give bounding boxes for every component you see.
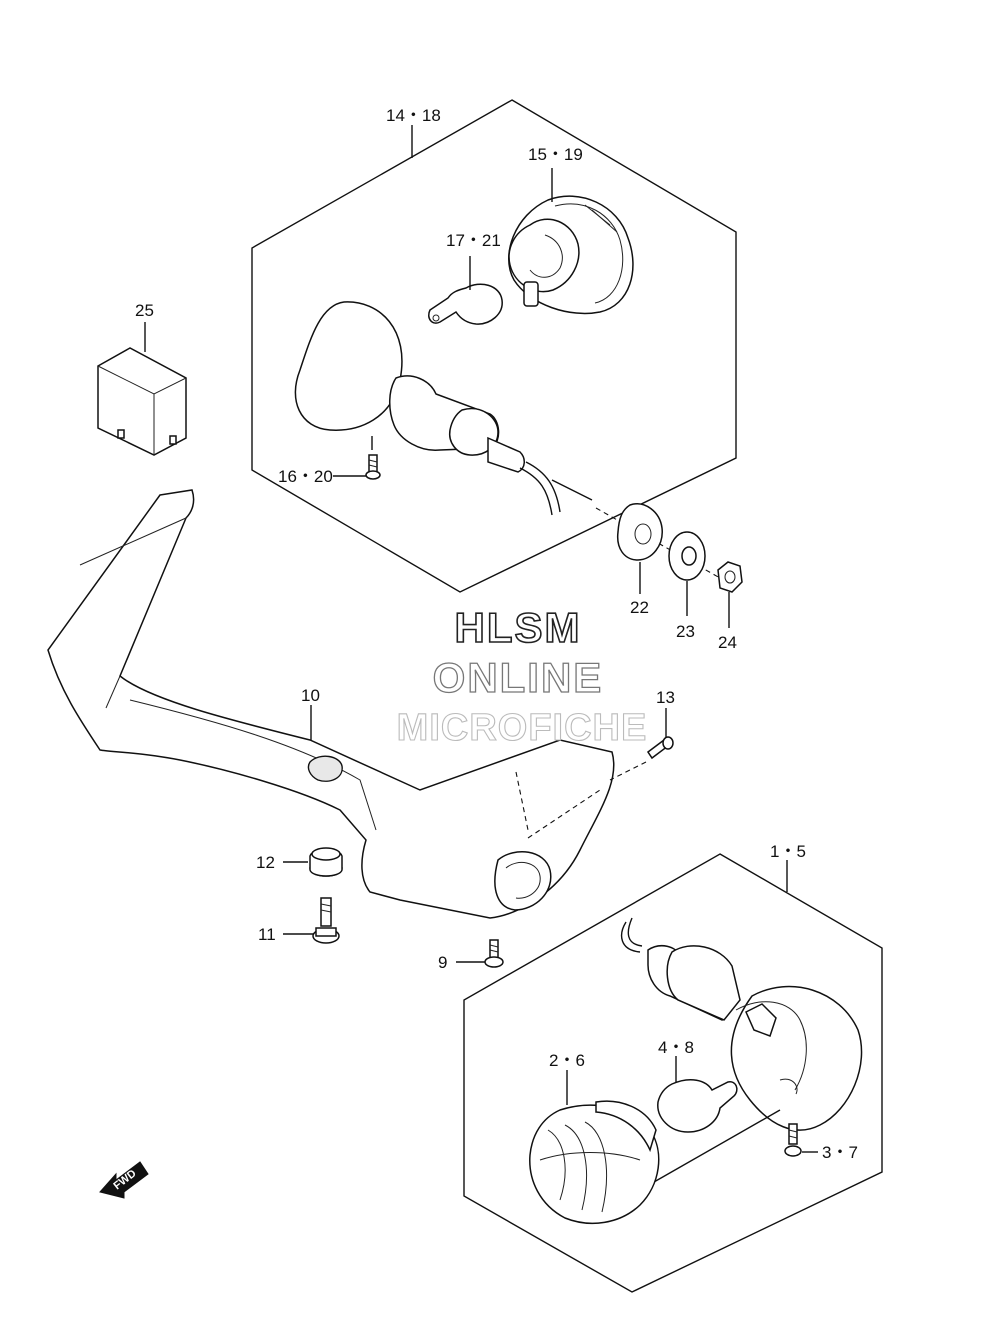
label-rear-signal-assy: 14・18 <box>386 106 441 125</box>
label-rubber-washer: 22 <box>630 598 649 617</box>
front-screw-part <box>456 939 504 968</box>
label-front-signal-assy: 1・5 <box>770 842 806 861</box>
washer-stack <box>595 503 743 628</box>
rear-screw-part <box>365 454 381 480</box>
rear-signal-body-part <box>294 301 593 516</box>
label-rear-lens: 15・19 <box>528 145 583 164</box>
cushion-part <box>283 847 343 877</box>
label-bolt: 11 <box>258 925 276 944</box>
rear-lens-part <box>508 195 634 315</box>
bracket-part <box>47 489 615 919</box>
rear-bulb-part <box>428 283 503 325</box>
label-front-lens: 2・6 <box>549 1051 585 1070</box>
front-lens-part <box>529 1100 660 1224</box>
label-nut: 24 <box>718 633 737 652</box>
label-cushion: 12 <box>256 853 275 872</box>
relay-part <box>97 322 187 456</box>
rear-group-outline <box>251 99 737 593</box>
label-front-bulb: 4・8 <box>658 1038 694 1057</box>
nut-part <box>717 561 743 593</box>
front-group-outline <box>463 853 883 1293</box>
rubber-washer-part <box>616 503 663 561</box>
label-relay: 25 <box>135 301 154 320</box>
forward-direction-arrow: FWD <box>99 1161 149 1199</box>
label-bracket-screw: 13 <box>656 688 675 707</box>
watermark-line-1: HLSM <box>455 604 582 651</box>
bracket-screw-part <box>609 708 674 781</box>
front-lens-screw-part <box>784 1123 802 1157</box>
front-turn-signal-group <box>463 853 883 1293</box>
bolt-part <box>283 897 340 944</box>
front-signal-body-part <box>620 917 863 1191</box>
front-bulb-part <box>657 1078 738 1133</box>
label-rear-bulb: 17・21 <box>446 231 501 250</box>
label-rear-screw: 16・20 <box>278 467 333 486</box>
label-front-lens-screw: 3・7 <box>822 1143 858 1162</box>
label-washer: 23 <box>676 622 695 641</box>
watermark-line-2: ONLINE <box>433 654 604 701</box>
label-front-screw: 9 <box>438 953 447 972</box>
label-bracket: 10 <box>301 686 320 705</box>
rear-turn-signal-group <box>251 99 737 593</box>
watermark-line-3: MICROFICHE <box>397 707 648 749</box>
washer-part <box>668 531 706 581</box>
